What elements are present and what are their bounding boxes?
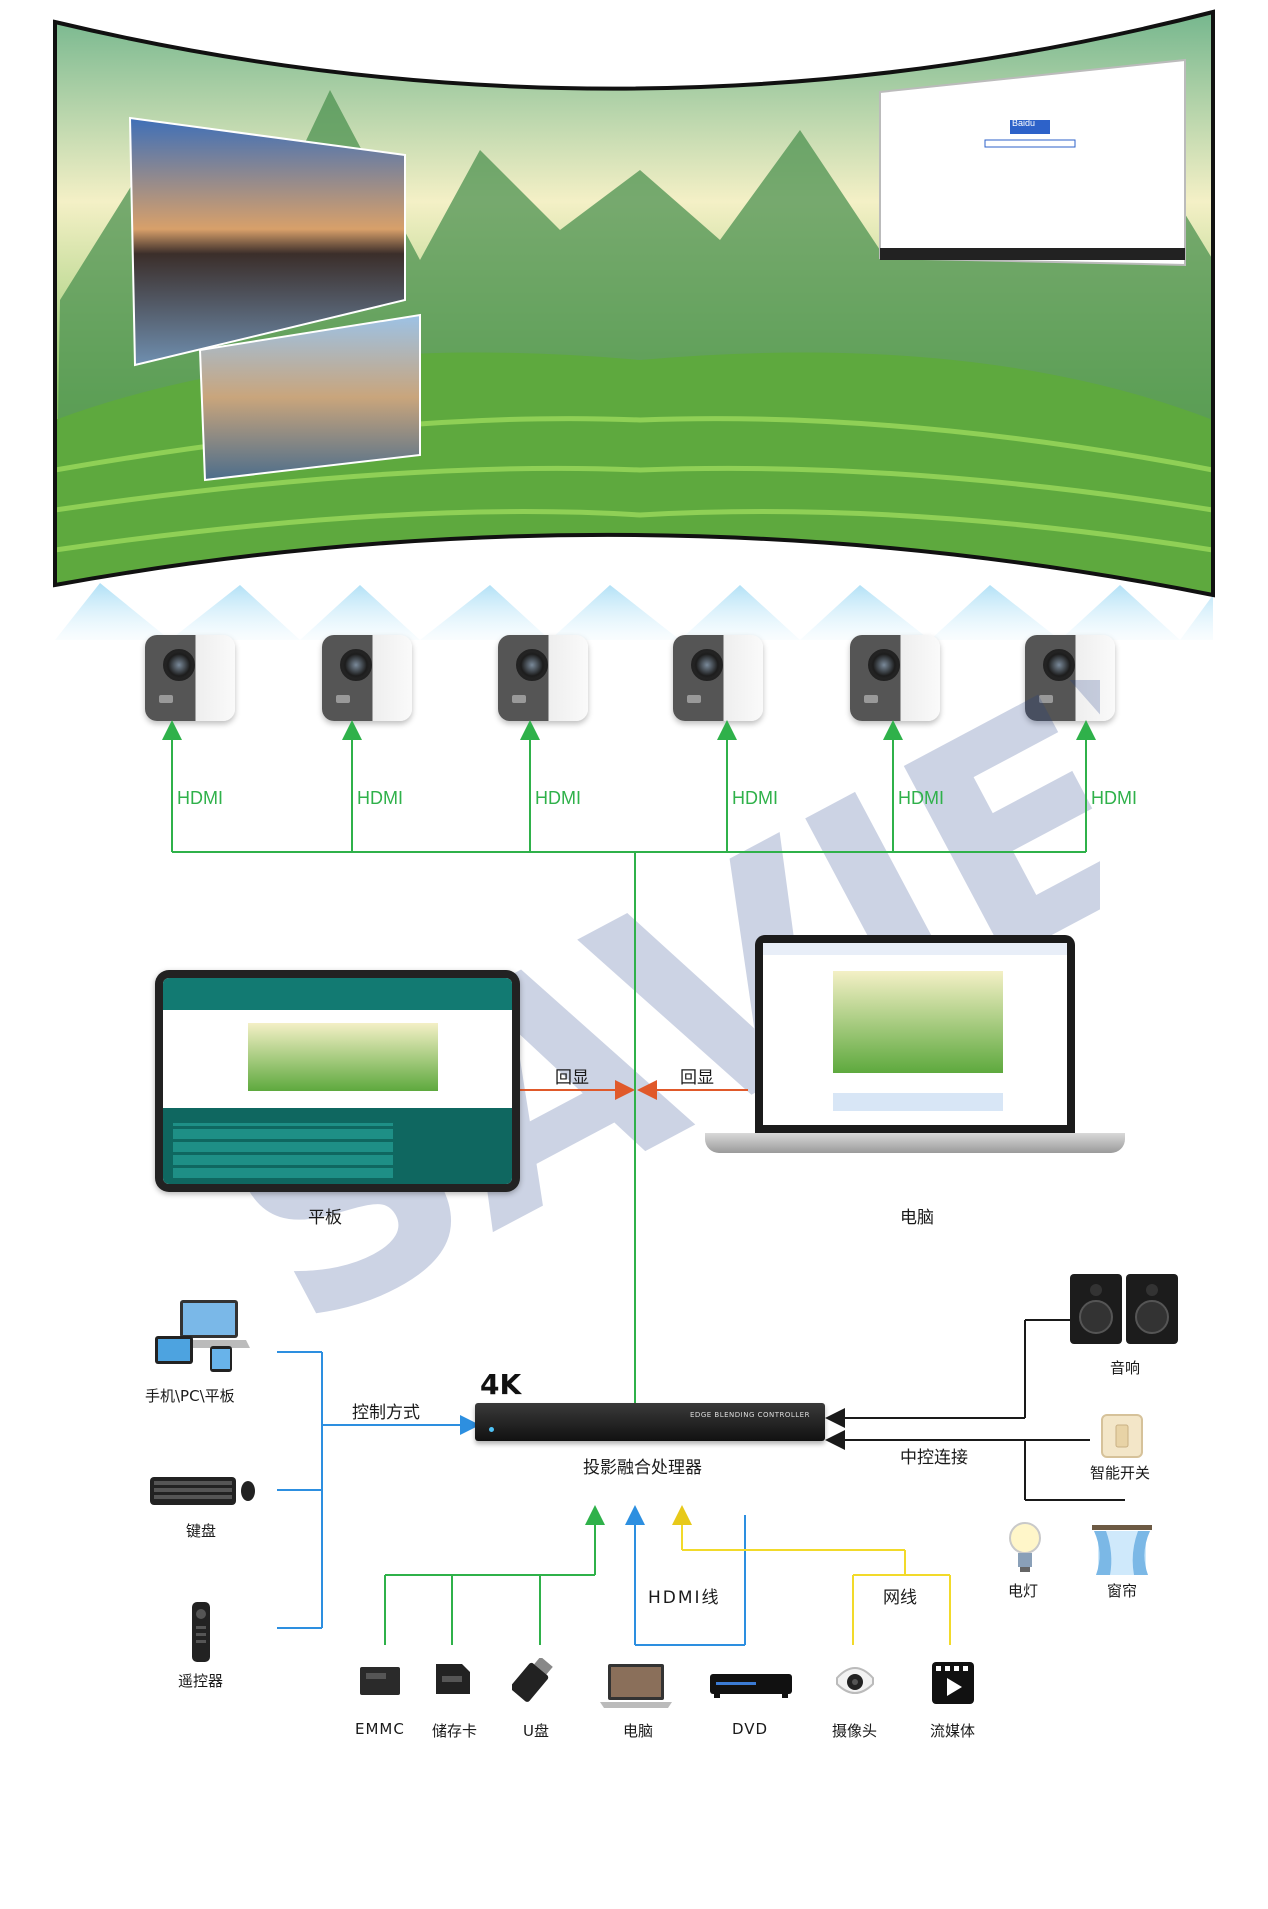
hdmi-label-3: HDMI [535,788,581,808]
laptop-label: 电脑 [900,1208,934,1228]
projection-screen [53,9,1215,640]
processor-panel-text: EDGE BLENDING CONTROLLER [690,1411,810,1419]
projector-1 [145,635,235,721]
laptop-source-label: 电脑 [623,1722,654,1740]
lens-icon [516,649,548,681]
usb-drive-icon [512,1658,553,1702]
bulb-icon [1009,1522,1041,1572]
devices-icon [155,1300,250,1372]
keyboard-label: 键盘 [186,1522,217,1540]
projector-5 [850,635,940,721]
control-method-label: 控制方式 [352,1403,420,1423]
processor-device: EDGE BLENDING CONTROLLER [475,1403,825,1441]
smart-switch-label: 智能开关 [1090,1464,1151,1482]
hdmi-label-2: HDMI [357,788,403,808]
keyboard-icon [150,1477,255,1505]
bulb-label: 电灯 [1008,1582,1039,1600]
camera-label: 摄像头 [832,1722,878,1740]
dvd-player-icon [710,1674,792,1698]
hdmi-label-5: HDMI [898,788,944,808]
emmc-label: EMMC [355,1720,405,1738]
remote-label: 遥控器 [178,1672,224,1690]
projector-4 [673,635,763,721]
usb-drive-label: U盘 [523,1722,549,1740]
browser-title: Baidu [1012,118,1036,128]
devices-label: 手机\PC\平板 [145,1387,235,1405]
smart-switch-icon [1101,1414,1143,1458]
laptop-icon [600,1664,672,1708]
processor-name: 投影融合处理器 [583,1458,702,1478]
laptop-feedback-label: 回显 [680,1068,714,1088]
curtain-label: 窗帘 [1107,1582,1138,1600]
sd-card-icon [436,1664,470,1694]
laptop-screen [763,943,1067,1125]
streaming-label: 流媒体 [930,1722,976,1740]
tablet-feedback-label: 回显 [555,1068,589,1088]
curtain-icon [1092,1525,1152,1575]
laptop [755,935,1075,1133]
remote-icon [192,1602,210,1662]
speaker-icon [1070,1274,1178,1344]
central-control-label: 中控连接 [900,1448,968,1468]
tablet [155,970,520,1192]
projector-2 [322,635,412,721]
projector-3 [498,635,588,721]
processor-4k-badge: 4K [480,1368,522,1401]
power-button-icon [489,1427,494,1432]
projector-6 [1025,635,1115,721]
camera-icon [836,1667,874,1694]
emmc-chip-icon [360,1667,400,1695]
lens-icon [868,649,900,681]
streaming-icon [932,1662,974,1704]
dvd-label: DVD [732,1720,769,1738]
hdmi-label-1: HDMI [177,788,223,808]
lens-icon [163,649,195,681]
network-line-label: 网线 [883,1588,917,1608]
hdmi-line-label: HDMI线 [648,1588,721,1608]
lens-icon [691,649,723,681]
laptop-base [705,1133,1125,1153]
lens-icon [1043,649,1075,681]
tablet-screen [163,978,512,1184]
lens-icon [340,649,372,681]
hdmi-label-6: HDMI [1091,788,1137,808]
hdmi-label-4: HDMI [732,788,778,808]
sd-card-label: 储存卡 [432,1722,478,1740]
tablet-label: 平板 [308,1208,342,1228]
speaker-label: 音响 [1110,1359,1141,1377]
